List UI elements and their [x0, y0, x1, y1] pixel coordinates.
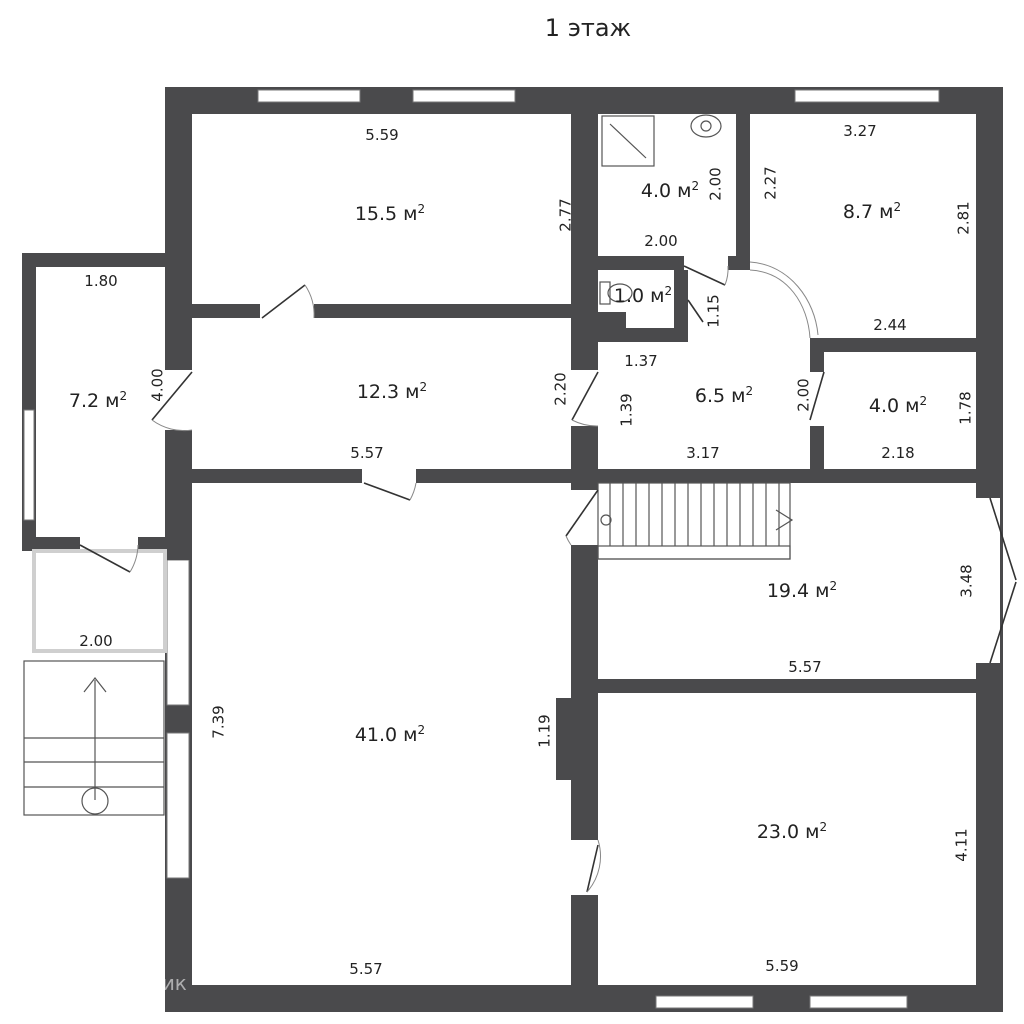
area-label-room-4-0-small: 4.0 м2 [869, 394, 927, 417]
dimension-label: 5.57 [788, 658, 821, 676]
area-label-room-4-0-bath: 4.0 м2 [641, 179, 699, 202]
area-label-room-7-2: 7.2 м2 [69, 389, 127, 412]
watermark-text: Домклик [94, 971, 187, 995]
stair-treads [609, 483, 780, 546]
dimension-label: 2.77 [557, 198, 575, 231]
area-label-room-1-0: 1.0 м2 [614, 284, 672, 307]
dimension-label: 3.17 [686, 444, 719, 462]
dimension-label: 5.59 [365, 126, 398, 144]
dimension-label: 2.44 [873, 316, 906, 334]
area-label-room-41-0: 41.0 м2 [355, 723, 425, 746]
floor-title: 1 этаж [545, 14, 631, 42]
dimension-label: 5.57 [350, 444, 383, 462]
home-icon [54, 970, 90, 1000]
dimension-label: 2.00 [644, 232, 677, 250]
dimension-label: 1.15 [705, 294, 723, 327]
dimension-label: 1.39 [618, 393, 636, 426]
dimension-label: 4.00 [149, 368, 167, 401]
dimension-label: 1.80 [84, 272, 117, 290]
dimension-label: 3.48 [958, 564, 976, 597]
dimension-label: 2.20 [552, 372, 570, 405]
dimension-label: 2.00 [707, 167, 725, 200]
area-label-room-8-7: 8.7 м2 [843, 200, 901, 223]
area-label-room-12-3: 12.3 м2 [357, 380, 427, 403]
dimension-labels: 5.59 2.77 2.00 2.00 2.27 3.27 2.81 1.80 4.00 1.15… [79, 122, 975, 978]
watermark: Домклик [54, 970, 187, 1000]
dimension-label: 4.11 [953, 828, 971, 861]
dimension-label: 2.81 [955, 201, 973, 234]
area-labels: 15.5 м2 4.0 м2 8.7 м2 7.2 м2 1.0 м2 12.3 м2 6.… [69, 179, 927, 843]
interior-stairs [597, 482, 791, 560]
area-label-room-6-5: 6.5 м2 [695, 384, 753, 407]
porch [32, 549, 167, 653]
interior-walls [192, 114, 1003, 995]
outdoor-stairs [23, 660, 165, 816]
dimension-label: 1.37 [624, 352, 657, 370]
bath-fixtures [599, 114, 794, 531]
dimension-label: 1.78 [957, 391, 975, 424]
dimension-label: 7.39 [210, 705, 228, 738]
dimension-label: 5.59 [765, 957, 798, 975]
dimension-label: 2.18 [881, 444, 914, 462]
area-label-room-19-4: 19.4 м2 [767, 579, 837, 602]
doors [79, 261, 1017, 893]
area-label-room-23-0: 23.0 м2 [757, 820, 827, 843]
dimension-label: 5.57 [349, 960, 382, 978]
dimension-label: 3.27 [843, 122, 876, 140]
windows [23, 89, 1000, 1009]
area-label-room-15-5: 15.5 м2 [355, 202, 425, 225]
dimension-label: 1.19 [536, 714, 554, 747]
dimension-label: 2.00 [795, 378, 813, 411]
dimension-label: 2.27 [762, 166, 780, 199]
dimension-label: 2.00 [79, 632, 112, 650]
